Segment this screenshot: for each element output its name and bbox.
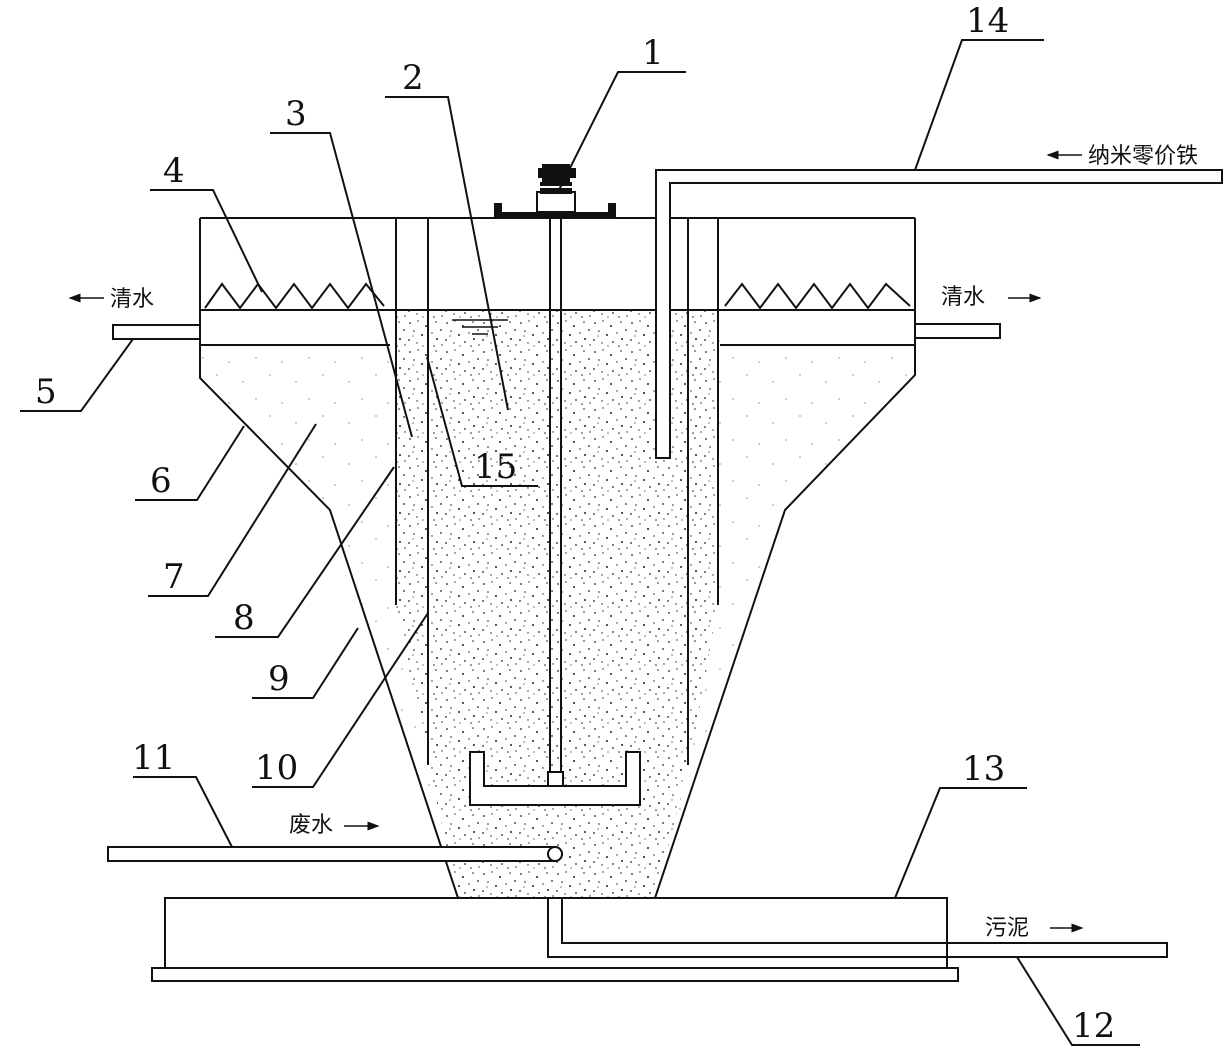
- leader-3: [270, 132, 413, 438]
- wastewater-inlet-pipe: [107, 846, 563, 862]
- flow-label-clear-water-left: 清水: [110, 287, 154, 312]
- leader-1: [557, 71, 686, 193]
- nano-zvi-dosing-pipe: [655, 169, 1223, 459]
- clear-water-outlet-right: [914, 323, 1001, 339]
- base-plate: [151, 967, 959, 982]
- impeller-paddle: [469, 751, 641, 806]
- label-7: 7: [163, 557, 185, 597]
- leader-13: [894, 787, 1027, 899]
- label-8: 8: [233, 598, 255, 638]
- label-1: 1: [642, 33, 664, 73]
- label-9: 9: [268, 659, 290, 699]
- label-3: 3: [285, 94, 307, 134]
- leader-11: [133, 776, 233, 848]
- clear-water-outlet-left: [112, 324, 201, 340]
- label-14: 14: [966, 1, 1009, 41]
- tank-outline-left: [199, 218, 459, 899]
- tank-outline-right: [654, 218, 916, 899]
- flow-label-nano-iron: 纳米零价铁: [1088, 144, 1198, 169]
- flow-label-sludge: 污泥: [985, 916, 1029, 941]
- flow-label-wastewater: 废水: [289, 813, 333, 838]
- agitator-motor: [494, 164, 616, 218]
- leader-6: [135, 425, 245, 501]
- label-6: 6: [150, 461, 172, 501]
- shaft-hub: [547, 771, 564, 787]
- label-15: 15: [474, 447, 517, 487]
- label-11: 11: [132, 738, 175, 778]
- label-4: 4: [163, 151, 185, 191]
- label-2: 2: [402, 58, 424, 98]
- leader-2: [385, 96, 509, 411]
- leader-10: [252, 612, 429, 788]
- weir-left: [204, 282, 385, 310]
- label-10: 10: [255, 748, 298, 788]
- stirring-shaft: [549, 218, 562, 772]
- leader-9: [252, 627, 359, 699]
- label-5: 5: [35, 372, 57, 412]
- flow-label-clear-water-right: 清水: [941, 285, 985, 310]
- leader-8: [215, 466, 395, 638]
- leader-4: [150, 189, 263, 293]
- label-12: 12: [1072, 1006, 1115, 1046]
- label-13: 13: [962, 749, 1005, 789]
- leader-14: [914, 39, 1044, 171]
- weir-right: [724, 282, 911, 310]
- leader-15: [426, 356, 538, 487]
- leader-12: [1016, 956, 1140, 1046]
- leader-7: [148, 423, 317, 597]
- sludge-discharge-pipe: [547, 898, 1168, 958]
- leader-5: [20, 338, 134, 412]
